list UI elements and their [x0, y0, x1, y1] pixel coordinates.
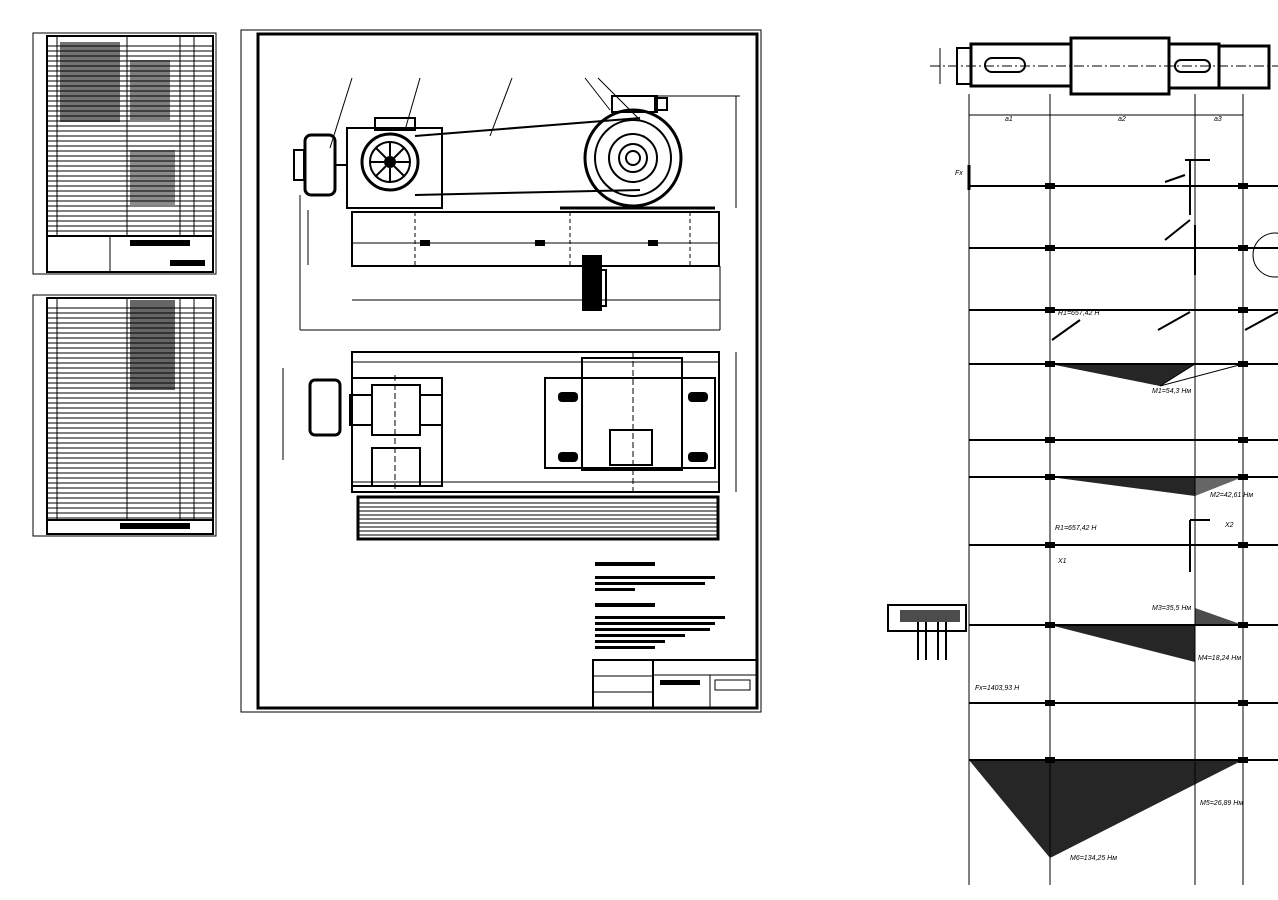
- side-view: [293, 77, 740, 331]
- label-f1: Fx=1403,93 H: [975, 685, 1020, 692]
- moment-diagram-1: [1050, 364, 1195, 386]
- span-label-a3: a3: [1214, 116, 1222, 123]
- moment-diagram-3: [1050, 625, 1195, 662]
- moment-diagram-2: [1050, 477, 1195, 496]
- label-r1: R1=657,42 H: [1055, 525, 1097, 532]
- label-m1: M1=54,3 Hм: [1152, 388, 1191, 395]
- label-m6: M6=134,25 Hм: [1070, 855, 1117, 862]
- label-m3: M3=35,5 Hм: [1152, 605, 1191, 612]
- assembly-sheet: [240, 29, 762, 713]
- diagram-baselines: [969, 185, 1278, 761]
- force-fx: Fx: [955, 165, 971, 190]
- label-x1: X1: [1057, 558, 1067, 565]
- label-r-top: R1=657,42 H: [1058, 310, 1100, 317]
- svg-text:Fx: Fx: [955, 170, 963, 177]
- top-view: [282, 351, 737, 541]
- label-m5: M5=26,89 Hм: [1200, 800, 1243, 807]
- label-m4: M4=18,24 Hм: [1198, 655, 1241, 662]
- support-nodes: [1045, 183, 1248, 763]
- shaft: [930, 36, 1278, 96]
- label-x2: X2: [1224, 522, 1234, 529]
- technical-notes: [595, 562, 725, 649]
- span-label-a2: a2: [1118, 116, 1126, 123]
- span-label-a1: a1: [1005, 116, 1013, 123]
- moment-diagram-4: [969, 760, 1243, 858]
- title-block: [592, 659, 758, 709]
- force-vectors: [1051, 159, 1278, 572]
- label-m2: M2=42,61 Hм: [1210, 492, 1253, 499]
- bearing-detail: [887, 604, 967, 660]
- spec-sheet-2: [32, 294, 217, 537]
- spec-sheet-1: [32, 32, 217, 275]
- shaft-diagram: a1 a2 a3 Fx R1=657,42 H: [887, 36, 1278, 885]
